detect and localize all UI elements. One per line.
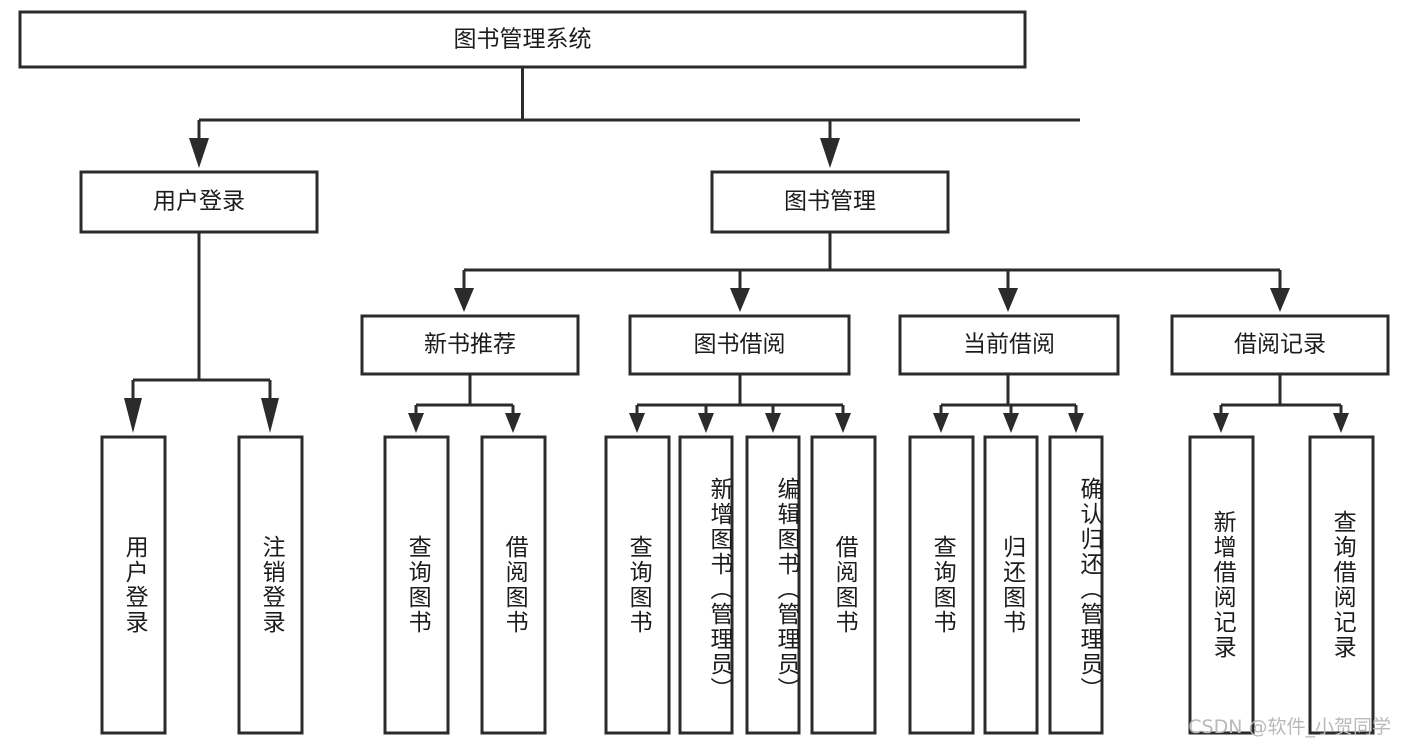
arrowhead-leaf-add-book bbox=[698, 413, 714, 433]
leaf-edit-book-label: 编辑图书（管理员） bbox=[773, 476, 799, 702]
node-user-login-label: 用户登录 bbox=[153, 189, 245, 215]
leaf-borrow-book-rec-label: 借阅图书 bbox=[501, 535, 528, 635]
arrowhead-new-book-recommend bbox=[454, 288, 474, 312]
node-book-borrow[interactable]: 图书借阅 bbox=[628, 314, 851, 376]
node-new-book-recommend[interactable]: 新书推荐 bbox=[360, 314, 580, 376]
connector-group-user-login bbox=[124, 232, 279, 433]
arrowhead-leaf-borrow-book bbox=[835, 413, 851, 433]
leaf-user-login-label: 用户登录 bbox=[121, 535, 148, 635]
leaf-borrow-book-rec-box[interactable] bbox=[480, 435, 547, 735]
leaf-logout-login-label: 注销登录 bbox=[258, 535, 285, 635]
arrowhead-leaf-borrow-book-rec bbox=[505, 413, 521, 433]
arrowhead-leaf-query-book-borrow bbox=[629, 413, 645, 433]
arrowhead-leaf-edit-book bbox=[765, 413, 781, 433]
node-root[interactable]: 图书管理系统 bbox=[18, 10, 1027, 69]
node-book-manage[interactable]: 图书管理 bbox=[710, 170, 950, 234]
node-new-book-recommend-box[interactable] bbox=[360, 314, 580, 376]
node-current-borrow-label: 当前借阅 bbox=[963, 332, 1055, 358]
arrowhead-borrow-record bbox=[1270, 288, 1290, 312]
arrowhead-book-manage bbox=[820, 138, 840, 168]
node-book-borrow-box[interactable] bbox=[628, 314, 851, 376]
arrowhead-current-borrow bbox=[998, 288, 1018, 312]
connector-group-new-book-recommend bbox=[408, 374, 521, 433]
connector-group-book-borrow bbox=[629, 374, 851, 433]
leaf-add-book-box[interactable] bbox=[678, 435, 734, 735]
node-current-borrow-box[interactable] bbox=[898, 314, 1120, 376]
connector-group-book-manage bbox=[454, 232, 1290, 312]
leaf-add-record-label: 新增借阅记录 bbox=[1209, 510, 1236, 660]
leaf-query-book-borrow-box[interactable] bbox=[604, 435, 671, 735]
arrowhead-leaf-query-book-cur bbox=[933, 413, 949, 433]
node-borrow-record-label: 借阅记录 bbox=[1234, 332, 1326, 358]
leaf-query-book-rec-label: 查询图书 bbox=[404, 535, 431, 635]
arrowhead-leaf-logout-login bbox=[261, 398, 279, 433]
node-book-manage-box[interactable] bbox=[710, 170, 950, 234]
leaf-add-record-box[interactable] bbox=[1188, 435, 1255, 735]
leaf-logout-login-box[interactable] bbox=[237, 435, 304, 735]
leaf-confirm-return-label: 确认归还（管理员） bbox=[1076, 476, 1102, 702]
node-borrow-record[interactable]: 借阅记录 bbox=[1170, 314, 1390, 376]
node-user-login[interactable]: 用户登录 bbox=[79, 170, 319, 234]
watermark-text: CSDN @软件_小贺同学 bbox=[1188, 716, 1391, 738]
node-root-label: 图书管理系统 bbox=[454, 27, 592, 53]
arrowhead-leaf-query-book-rec bbox=[408, 413, 424, 433]
node-book-borrow-label: 图书借阅 bbox=[694, 332, 786, 358]
node-current-borrow[interactable]: 当前借阅 bbox=[898, 314, 1120, 376]
leaf-return-book-box[interactable] bbox=[983, 435, 1039, 735]
arrowhead-leaf-add-record bbox=[1213, 413, 1229, 433]
leaf-borrow-book-label: 借阅图书 bbox=[831, 535, 858, 635]
leaf-query-record-label: 查询借阅记录 bbox=[1329, 510, 1356, 660]
arrowhead-leaf-confirm-return bbox=[1068, 413, 1084, 433]
leaf-edit-book-box[interactable] bbox=[745, 435, 801, 735]
leaf-query-record-box[interactable] bbox=[1308, 435, 1375, 735]
arrowhead-leaf-return-book bbox=[1003, 413, 1019, 433]
connector-group-root bbox=[189, 67, 1080, 168]
arrowhead-book-borrow bbox=[730, 288, 750, 312]
leaf-boxes bbox=[100, 435, 1375, 735]
node-borrow-record-box[interactable] bbox=[1170, 314, 1390, 376]
leaf-add-book-label: 新增图书（管理员） bbox=[706, 476, 732, 702]
node-root-box[interactable] bbox=[18, 10, 1027, 69]
leaf-query-book-rec-box[interactable] bbox=[383, 435, 450, 735]
leaf-query-book-cur-label: 查询图书 bbox=[929, 535, 956, 635]
arrowhead-leaf-user-login bbox=[124, 398, 142, 433]
leaf-borrow-book-box[interactable] bbox=[810, 435, 877, 735]
node-user-login-box[interactable] bbox=[79, 170, 319, 234]
arrowhead-leaf-query-record bbox=[1333, 413, 1349, 433]
connector-group-current-borrow bbox=[933, 374, 1084, 433]
leaf-query-book-borrow-label: 查询图书 bbox=[625, 535, 652, 635]
connector-group-borrow-record bbox=[1213, 374, 1349, 433]
node-book-manage-label: 图书管理 bbox=[784, 189, 876, 215]
leaf-query-book-cur-box[interactable] bbox=[908, 435, 975, 735]
leaf-return-book-label: 归还图书 bbox=[998, 535, 1025, 635]
leaf-user-login-box[interactable] bbox=[100, 435, 167, 735]
arrowhead-user-login bbox=[189, 138, 209, 168]
leaf-confirm-return-box[interactable] bbox=[1048, 435, 1104, 735]
node-new-book-recommend-label: 新书推荐 bbox=[424, 332, 516, 358]
